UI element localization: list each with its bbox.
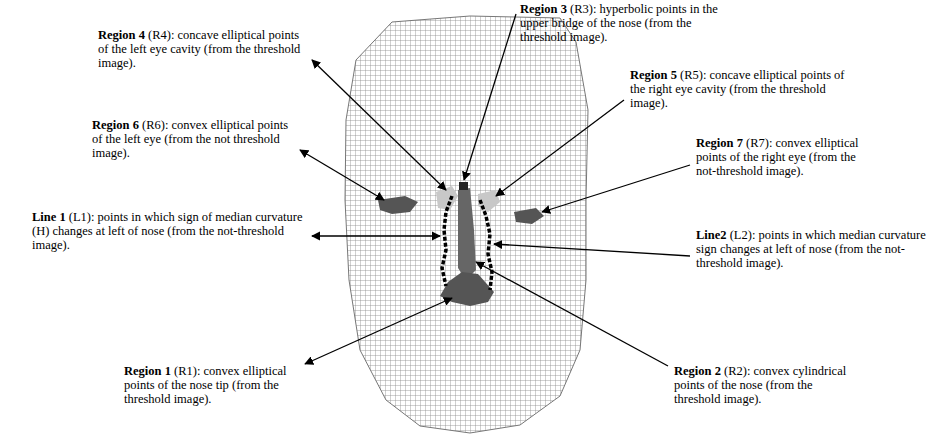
callout-heading: Line 1 [32,210,66,224]
region-r6 [378,196,418,214]
callout-text: Region 1(R1): convex elliptical points o… [124,364,302,406]
callout-heading: Region 6 [92,118,139,132]
callout-heading: Region 4 [98,28,145,42]
callout-heading: Region 5 [630,68,677,82]
callout-text: Region 3(R3): hyperbolic points in the u… [520,2,735,44]
callout-text: Region 5(R5): concave elliptical points … [630,68,860,110]
callout-text: Region 6(R6): convex elliptical points o… [92,118,297,160]
leader-arrow [464,14,516,180]
callout-heading: Region 2 [674,364,721,378]
region-r3 [459,182,468,190]
callout-description: (L1): points in which sign of median cur… [32,210,302,252]
callout-text: Region 4(R4): concave elliptical points … [98,28,310,70]
callout-heading: Region 7 [696,136,743,150]
line-l2 [480,200,492,290]
leader-arrow [312,60,446,190]
callout-heading: Region 1 [124,364,171,378]
leader-arrow [542,165,690,212]
callout-heading: Region 3 [520,2,567,16]
leader-arrow [305,298,452,364]
leader-arrow [496,100,624,196]
region-r7 [514,208,544,224]
region-r2 [458,188,476,280]
region-r1 [440,272,494,306]
callout-description: (L2): points in which median curvature s… [696,228,926,270]
leader-arrow [300,150,384,200]
leader-arrow [494,244,690,256]
line-l1 [442,196,452,286]
leader-arrow [312,235,440,236]
face-mesh [345,16,588,433]
callout-text: Region 2(R2): convex cylindrical points … [674,364,856,406]
callout-text: Region 7(R7): convex elliptical points o… [696,136,868,178]
callout-text: Line 1(L1): points in which sign of medi… [32,210,310,252]
callout-text: Line2(L2): points in which median curvat… [696,228,938,270]
leader-arrow [476,262,668,366]
region-r4 [436,186,458,210]
callout-heading: Line2 [696,228,727,242]
